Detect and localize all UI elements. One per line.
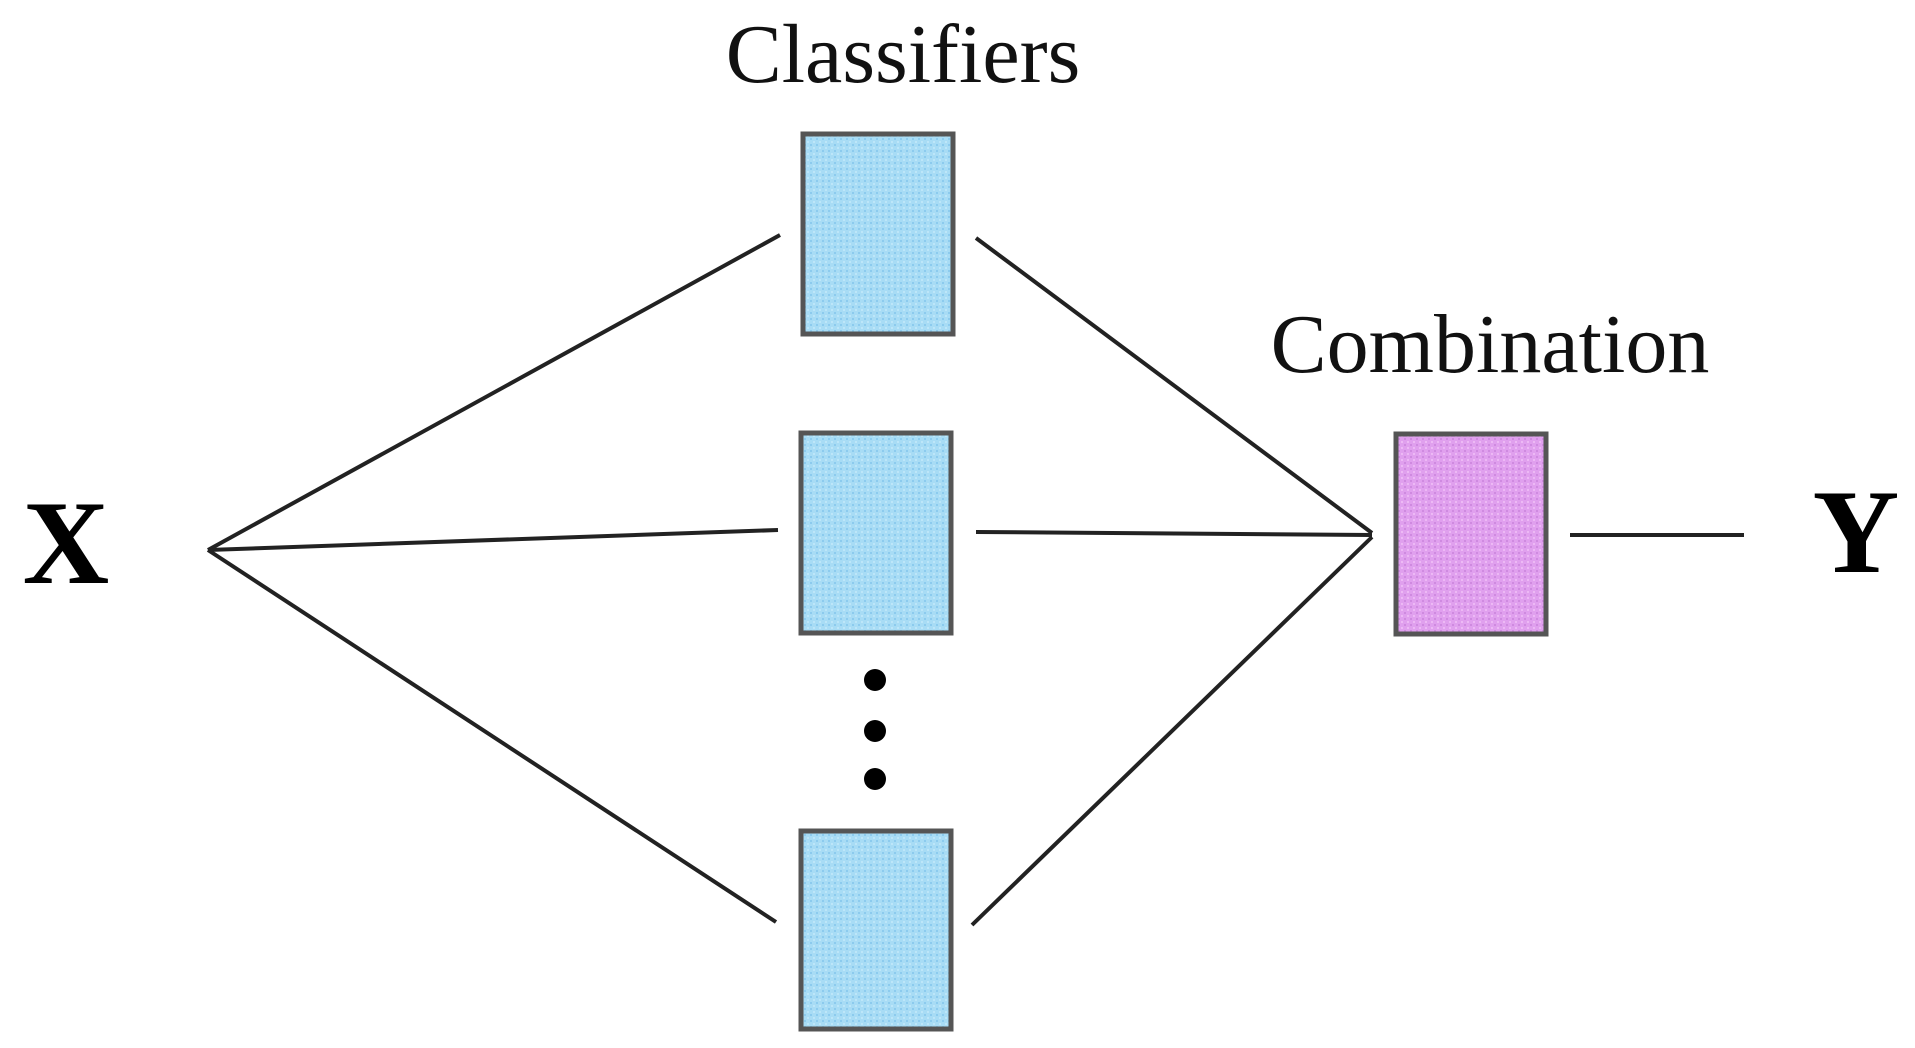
ellipsis-dot-2	[864, 720, 886, 742]
ellipsis-dot-1	[864, 669, 886, 691]
ellipsis-dot-3	[864, 768, 886, 790]
classifier-box-3	[798, 828, 954, 1032]
input-x-label: X	[23, 476, 110, 609]
edge-x-to-classifier-1	[207, 233, 781, 552]
edge-x-to-classifier-3	[206, 548, 778, 924]
classifiers-label: Classifiers	[726, 8, 1081, 101]
edge-classifier-1-to-combination	[974, 236, 1374, 535]
output-y-label: Y	[1813, 465, 1900, 598]
classifier-box-2	[798, 430, 954, 636]
classifier-box-1	[800, 131, 956, 337]
combination-label: Combination	[1271, 298, 1710, 391]
combination-box	[1393, 431, 1549, 637]
edge-classifier-2-to-combination	[975, 530, 1373, 537]
edge-classifier-3-to-combination	[970, 535, 1374, 927]
edge-x-to-classifier-2	[207, 528, 779, 552]
